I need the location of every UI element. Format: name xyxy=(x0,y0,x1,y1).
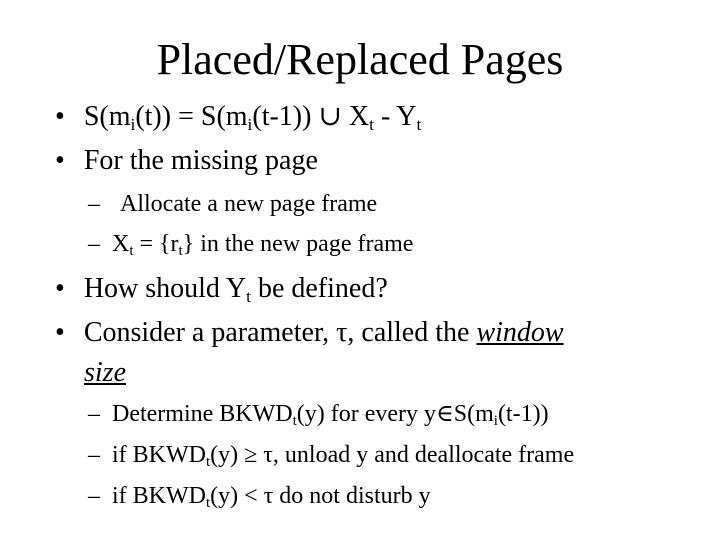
sub-text: Xt = {rt} in the new page frame xyxy=(112,231,414,260)
bullet-text: Consider a parameter, τ, called the wind… xyxy=(83,317,564,348)
sub-line-3: – Determine BKWDt(y) for every y∈S(mi(t-… xyxy=(88,399,549,429)
slide-title: Placed/Replaced Pages xyxy=(156,35,564,84)
bullet-icon: • xyxy=(55,101,65,132)
bullet-line-4-cont: size xyxy=(84,356,126,390)
dash-icon: – xyxy=(88,191,100,217)
sub-line-2: – Xt = {rt} in the new page frame xyxy=(88,229,413,259)
sub-text: Allocate a new page frame xyxy=(120,191,378,217)
dash-icon: – xyxy=(88,231,100,257)
sub-line-1: – Allocate a new page frame xyxy=(88,189,377,219)
dash-icon: – xyxy=(88,442,100,468)
bullet-icon: • xyxy=(55,273,65,304)
bullet-text: How should Yt be defined? xyxy=(83,273,388,306)
equation-text: S(mi(t)) = S(mi(t-1)) ∪ Xt - Yt xyxy=(83,101,422,134)
sub-text: if BKWDt(y) < τ do not disturb y xyxy=(112,483,431,512)
emphasis-text: window xyxy=(476,317,564,348)
sub-line-4: – if BKWDt(y) ≥ τ, unload y and dealloca… xyxy=(88,440,574,470)
bullet-line-2: • For the missing page xyxy=(55,144,318,178)
sub-text: if BKWDt(y) ≥ τ, unload y and deallocate… xyxy=(112,442,575,471)
emphasis-text: size xyxy=(84,357,126,388)
bullet-text: For the missing page xyxy=(83,145,318,176)
sub-line-5: – if BKWDt(y) < τ do not disturb y xyxy=(88,481,431,511)
bullet-line-4: • Consider a parameter, τ, called the wi… xyxy=(55,316,564,350)
sub-text: Determine BKWDt(y) for every y∈S(mi(t-1)… xyxy=(112,401,549,430)
bullet-icon: • xyxy=(55,317,65,348)
dash-icon: – xyxy=(88,401,100,427)
bullet-line-1: • S(mi(t)) = S(mi(t-1)) ∪ Xt - Yt xyxy=(55,100,421,134)
bullet-line-3: • How should Yt be defined? xyxy=(55,272,388,306)
dash-icon: – xyxy=(88,483,100,509)
bullet-icon: • xyxy=(55,145,65,176)
